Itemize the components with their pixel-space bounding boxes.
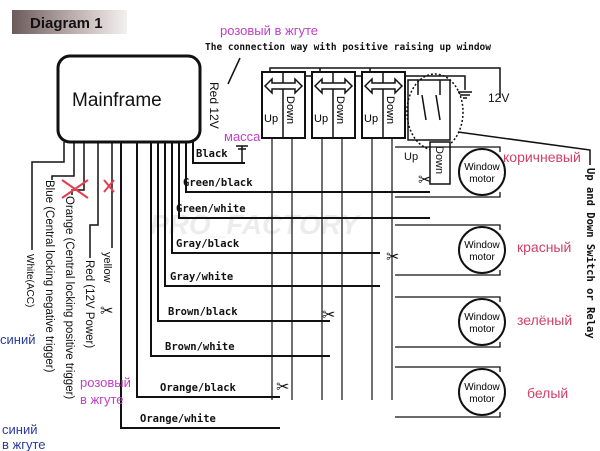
scissors-icon: ✂ [276, 379, 289, 396]
relay-up-label: Up [404, 151, 418, 163]
wire-label: Green/black [183, 177, 253, 189]
switch-up-label: Up [314, 113, 328, 125]
motor-label-line1: Window [464, 312, 500, 323]
motor-label-line1: Window [464, 240, 500, 251]
scissors-icon: ✂ [100, 303, 113, 320]
window-switch: Up Down [261, 71, 306, 400]
voltage-12v-label: 12V [488, 91, 509, 105]
wire-label: Green/white [176, 203, 246, 215]
double-arrow-icon [313, 77, 354, 95]
motor-label-line1: Window [464, 382, 500, 393]
wire [178, 142, 430, 219]
window-switch: Up Down [361, 71, 406, 400]
ground-icon [236, 145, 248, 162]
page-title: Diagram 1 [30, 15, 103, 32]
motor-label-line2: motor [469, 394, 495, 405]
subtitle: The connection way with positive raising… [205, 42, 491, 53]
annotation-pink-harness-top: розовый в жгуте [220, 23, 318, 38]
annotation-blue: синий [0, 332, 35, 347]
scissors-icon: ✂ [386, 249, 399, 266]
annotation-ground: масса [224, 129, 261, 144]
wire [157, 142, 330, 322]
wire [150, 142, 330, 357]
red-12v-label: Red 12V [207, 82, 221, 129]
motor-label-line2: motor [469, 174, 495, 185]
wire [171, 142, 380, 254]
window-switch: Up Down [311, 71, 356, 400]
wire-label: Brown/black [168, 306, 238, 318]
annotation-brown: коричневый [503, 149, 581, 165]
scissors-icon: ✂ [418, 172, 431, 189]
wire-label-red: Red (12V Power) [83, 260, 95, 348]
header-banner [12, 10, 127, 34]
wire-label: Orange/white [140, 413, 216, 425]
relay-caption: Up and Down Switch or Relay [584, 168, 596, 339]
wire [120, 142, 280, 429]
wire [136, 142, 280, 398]
relay-down-label: Down [433, 146, 445, 174]
annotation-blue-harness-1: синий [2, 422, 37, 437]
wire-label: Black [196, 148, 228, 160]
switch-up-label: Up [264, 113, 278, 125]
motor-label-line2: motor [469, 252, 495, 263]
annotation-white: белый [527, 385, 568, 401]
wire-label-yellow: yellow [101, 252, 113, 283]
annotation-red: красный [517, 239, 571, 255]
wire [185, 142, 430, 193]
switch-down-label: Down [334, 96, 346, 124]
switch-up-label: Up [364, 113, 378, 125]
mainframe-label: Mainframe [72, 90, 162, 111]
wire-label: Orange/black [160, 382, 237, 394]
wire-label-white-acc: White(ACC) [24, 254, 35, 307]
wire [192, 142, 245, 164]
relay [406, 73, 591, 185]
motor-label-line1: Window [464, 162, 500, 173]
switch-down-label: Down [384, 96, 396, 124]
mainframe-box [56, 54, 202, 144]
watermark: PRO_FACTORY [150, 209, 361, 240]
cut-mark-icon [61, 179, 115, 199]
double-arrow-icon [263, 77, 304, 95]
switch-down-label: Down [284, 96, 296, 124]
motor-label-line2: motor [469, 324, 495, 335]
double-arrow-icon [363, 77, 404, 95]
wire-label-blue: Blue (Central locking negative trigger) [43, 180, 55, 373]
annotation-green: зелёный [517, 312, 572, 328]
wire-label: Gray/white [170, 271, 233, 283]
wire-label: Gray/black [176, 238, 240, 250]
wire-label-orange: Orange (Central locking positive trigger… [63, 196, 75, 399]
annotation-blue-harness-2: в жгуте [2, 437, 46, 451]
scissors-icon: ✂ [322, 307, 335, 324]
annotation-pink-harness-2: в жгуте [80, 392, 124, 407]
annotation-pink-harness-1: розовый [80, 375, 131, 390]
wire [164, 142, 380, 287]
wire-label: Brown/white [165, 341, 235, 353]
